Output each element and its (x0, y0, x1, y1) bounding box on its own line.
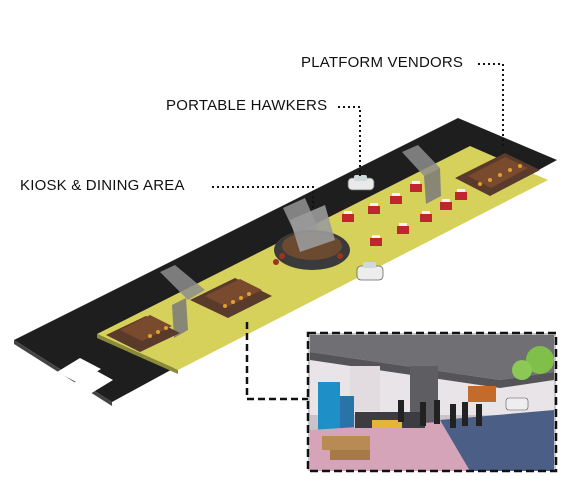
pillar (160, 265, 205, 300)
inset-frame (306, 331, 558, 473)
dining-area-right (455, 153, 540, 196)
leader-inset (245, 322, 308, 401)
label-portable-hawkers: PORTABLE HAWKERS (166, 97, 328, 114)
leader-kiosk-dining (212, 186, 314, 208)
label-platform-vendors: PLATFORM VENDORS (301, 54, 464, 71)
kiosk-icon (273, 205, 350, 270)
pillar (402, 145, 440, 176)
leader-platform-vendors (478, 63, 504, 148)
car-icon (356, 262, 384, 281)
pillar (172, 298, 188, 338)
hawker-cart-icon (342, 184, 467, 246)
inset-perspective-view (308, 333, 556, 471)
leader-portable-hawkers (338, 106, 361, 176)
pillar (424, 168, 441, 204)
crosswalk-icon (57, 358, 113, 394)
median-platform-edge (97, 334, 178, 374)
leader-lines (212, 63, 504, 208)
car-icon (347, 175, 375, 191)
cart-umbrellas (344, 181, 465, 238)
label-kiosk-dining-area: KIOSK & DINING AREA (20, 177, 185, 194)
dining-area-left (106, 278, 272, 352)
